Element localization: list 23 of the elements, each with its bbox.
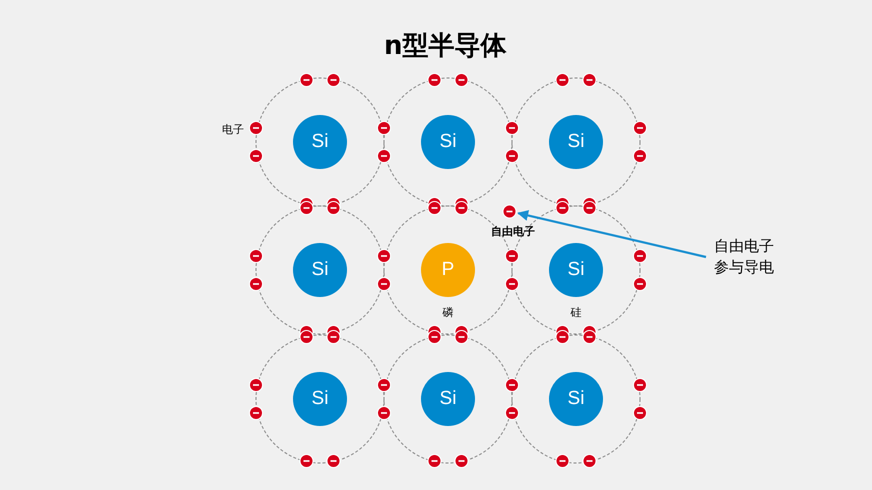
title: n型半导体 bbox=[384, 30, 507, 63]
nucleus-circle bbox=[549, 115, 603, 169]
node-caption: 自由电子 bbox=[490, 224, 536, 239]
element-symbol: Si bbox=[440, 388, 456, 410]
element-symbol: Si bbox=[440, 131, 456, 153]
element-symbol: Si bbox=[312, 131, 328, 153]
annotation-text: 自由电子参与导电 bbox=[714, 236, 775, 278]
nucleus-circle bbox=[421, 243, 475, 297]
element-symbol: Si bbox=[312, 388, 328, 410]
node-caption: 硅 bbox=[570, 305, 582, 320]
element-symbol: Si bbox=[568, 131, 584, 153]
node-caption: 磷 bbox=[442, 305, 454, 320]
nucleus-circle bbox=[549, 243, 603, 297]
free-electron bbox=[502, 204, 516, 218]
arrow bbox=[517, 210, 706, 258]
nucleus-circle bbox=[293, 243, 347, 297]
element-symbol: P bbox=[442, 259, 454, 281]
element-symbol: Si bbox=[568, 388, 584, 410]
part-label: 电子 bbox=[222, 122, 244, 137]
nucleus-circle bbox=[293, 115, 347, 169]
element-symbol: Si bbox=[568, 259, 584, 281]
element-symbol: Si bbox=[312, 259, 328, 281]
nucleus-circle bbox=[421, 115, 475, 169]
